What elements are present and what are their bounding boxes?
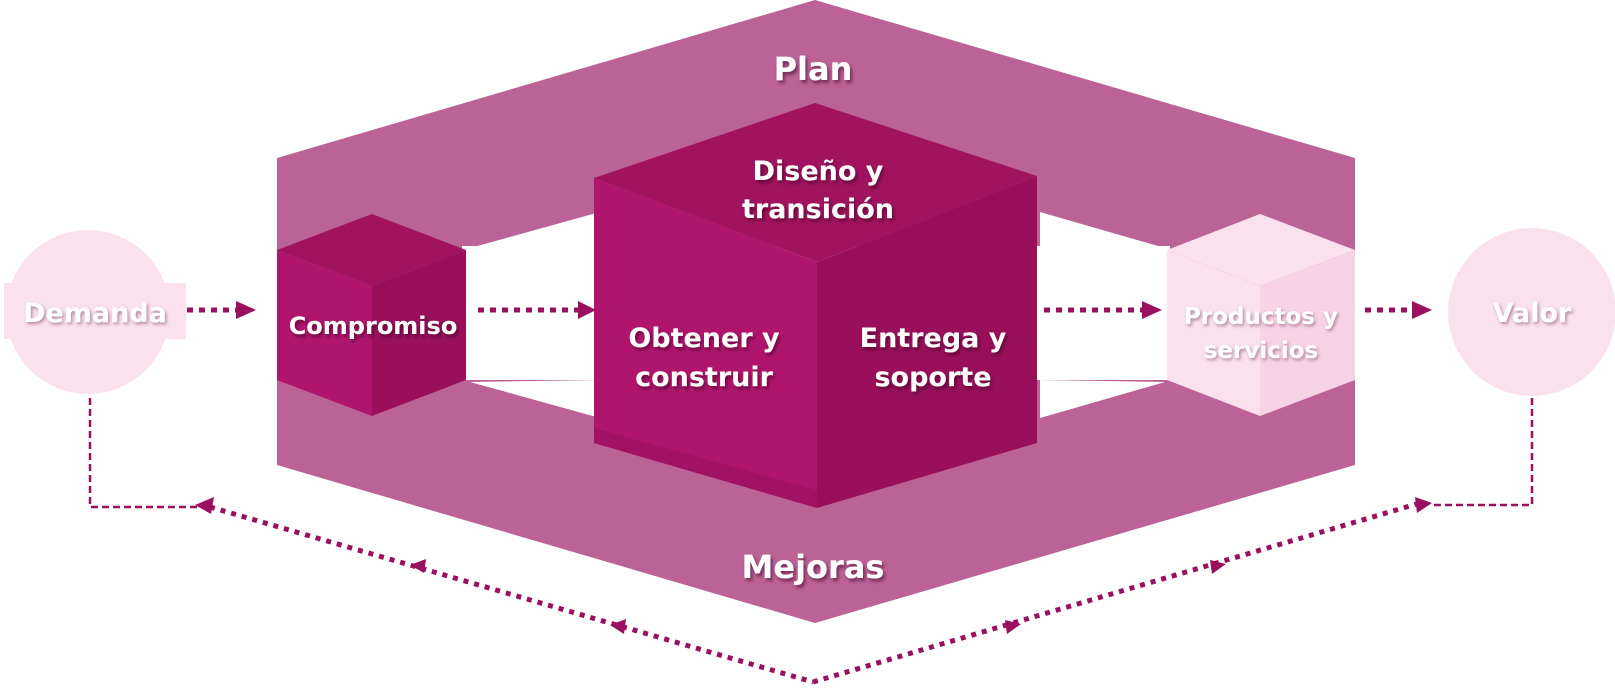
productos-label-line1: Productos y (1184, 304, 1338, 330)
entrega-label-line1: Entrega y (860, 323, 1007, 354)
entrega-label-line2: soporte (874, 362, 991, 393)
demanda-label: Demanda (23, 298, 167, 329)
hexagon-inner-lower-band (470, 380, 1165, 418)
valor-label: Valor (1493, 298, 1572, 329)
valor-node (1448, 228, 1615, 396)
feedback-loop-heads (195, 497, 1432, 634)
flow-arrow-heads (236, 301, 1432, 319)
mejoras-label: Mejoras (742, 548, 885, 586)
diseno-label-line1: Diseño y (753, 156, 884, 187)
obtener-label-line2: construir (635, 362, 774, 393)
central-cube (594, 103, 1037, 508)
plan-mejoras-hexagon (277, 0, 1355, 623)
hexagon-inner-upper-band (470, 212, 1165, 250)
compromiso-cube (277, 214, 466, 416)
plan-label: Plan (774, 50, 853, 88)
compromiso-label: Compromiso (289, 312, 458, 340)
feedback-connectors (88, 398, 1534, 509)
demanda-node (4, 230, 186, 394)
obtener-label-line1: Obtener y (628, 323, 780, 354)
productos-label-line2: servicios (1204, 338, 1319, 364)
productos-cube (1167, 214, 1355, 416)
diseno-label-line2: transición (742, 194, 894, 225)
